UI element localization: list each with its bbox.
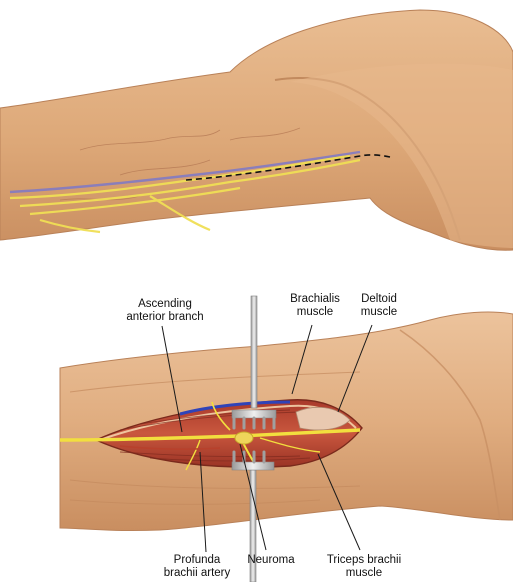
label-ascending-anterior-branch: Ascending anterior branch bbox=[110, 298, 220, 324]
label-profunda-line2: brachii artery bbox=[163, 567, 231, 579]
leader-ascending-branch bbox=[161, 325, 183, 433]
deltoid-tendon bbox=[295, 406, 351, 431]
label-brachialis-muscle: Brachialis muscle bbox=[282, 293, 348, 319]
label-deltoid-line1: Deltoid bbox=[361, 293, 397, 305]
vein-top bbox=[9, 150, 361, 194]
incision-marking bbox=[185, 154, 391, 181]
exposed-arm-view bbox=[59, 295, 513, 582]
lower-retractor bbox=[231, 450, 275, 582]
shoulder-contour-lower bbox=[399, 329, 501, 521]
label-deltoid-line2: muscle bbox=[360, 306, 398, 318]
shoulder-shade bbox=[290, 63, 513, 249]
label-profunda-brachii-artery: Profunda brachii artery bbox=[142, 554, 252, 580]
label-ascending-line2: anterior branch bbox=[126, 311, 204, 323]
surface-veins bbox=[59, 127, 301, 201]
label-triceps-brachii-muscle: Triceps brachii muscle bbox=[314, 554, 414, 580]
label-neuroma-line1: Neuroma bbox=[247, 554, 295, 566]
leader-profunda bbox=[199, 451, 207, 553]
nerve-bundle-top bbox=[9, 154, 361, 234]
upper-retractor bbox=[231, 295, 277, 430]
label-leader-lines bbox=[161, 324, 373, 553]
neuroma-lesion bbox=[234, 431, 254, 445]
upper-arm-skin-view bbox=[0, 9, 513, 251]
leader-brachialis bbox=[291, 324, 313, 395]
label-profunda-line1: Profunda bbox=[173, 554, 221, 566]
label-neuroma: Neuroma bbox=[238, 554, 304, 567]
leader-deltoid bbox=[337, 324, 373, 413]
label-triceps-line1: Triceps brachii bbox=[326, 554, 402, 566]
label-ascending-line1: Ascending bbox=[138, 298, 192, 310]
leader-neuroma bbox=[239, 443, 267, 551]
profunda-artery-vessel bbox=[119, 445, 221, 451]
label-brachialis-line2: muscle bbox=[296, 306, 334, 318]
label-brachialis-line1: Brachialis bbox=[290, 293, 340, 305]
label-triceps-line2: muscle bbox=[345, 567, 383, 579]
leader-triceps bbox=[317, 453, 361, 551]
vein-lower bbox=[179, 400, 291, 416]
label-deltoid-muscle: Deltoid muscle bbox=[352, 293, 406, 319]
skin-fold-lines bbox=[69, 371, 361, 505]
